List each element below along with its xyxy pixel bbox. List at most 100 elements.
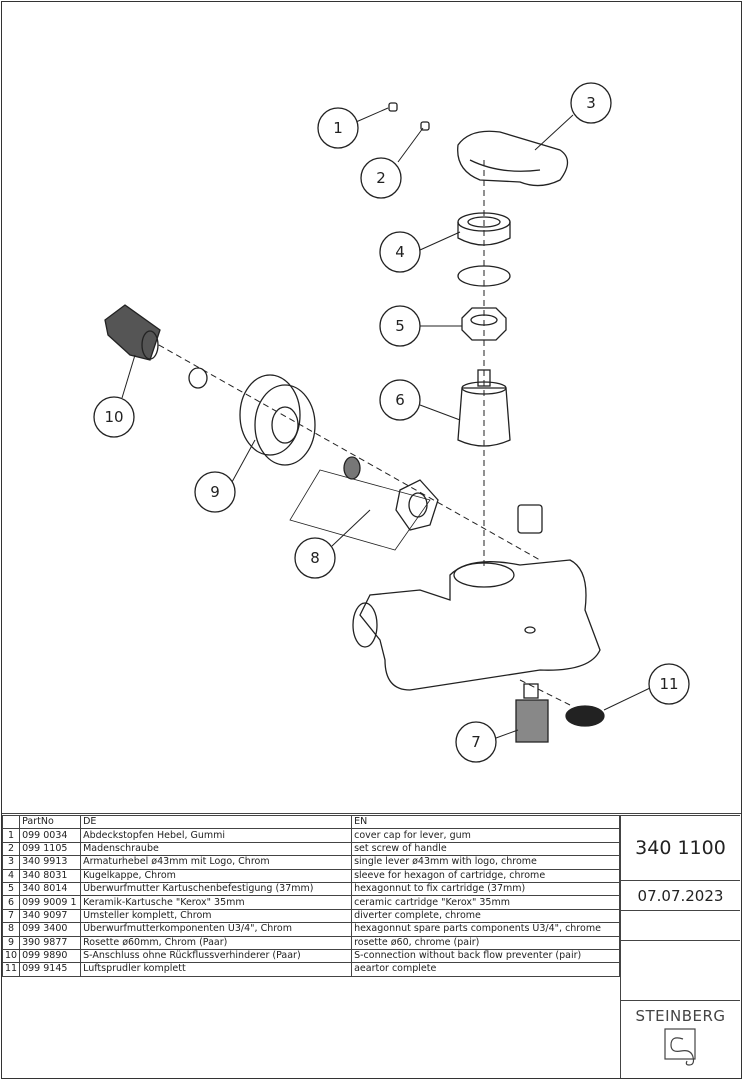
description-en: set screw of handle: [351, 841, 620, 857]
part-rosette: [239, 374, 316, 466]
description-de: Umsteller komplett, Chrom: [80, 908, 353, 924]
description-de: Armaturhebel ø43mm mit Logo, Chrom: [80, 855, 353, 870]
description-de: Abdeckstopfen Hebel, Gummi: [80, 828, 353, 843]
part-cover-cap: [388, 102, 398, 112]
svg-text:9: 9: [210, 483, 220, 501]
callout-6: 6: [379, 379, 421, 421]
callouts: 1 2 3 4 5 6 7 8 9 10 11: [93, 82, 690, 763]
description-en: S-connection without back flow preventer…: [351, 948, 620, 964]
callout-9: 9: [194, 471, 236, 513]
titleblock-empty-cell: [620, 910, 740, 940]
callout-7: 7: [455, 721, 497, 763]
description-de: S-Anschluss ohne Rückflussverhinderer (P…: [80, 948, 353, 964]
row-number: 11: [1, 962, 21, 977]
row-number: 10: [1, 948, 21, 964]
svg-text:10: 10: [104, 408, 123, 426]
svg-text:7: 7: [471, 733, 481, 751]
description-en: hexagonnut spare parts components Ü3/4",…: [351, 922, 620, 937]
steinberg-logo-icon: [663, 1028, 696, 1066]
svg-text:4: 4: [395, 243, 405, 261]
part-sleeve: [457, 212, 511, 246]
row-number: 8: [1, 922, 21, 937]
part-number: 099 9009 1: [19, 895, 82, 910]
part-o-ring: [457, 265, 511, 287]
part-washer: [188, 367, 208, 389]
leader-lines: [121, 107, 651, 739]
part-number: 340 9097: [19, 908, 82, 924]
description-de: Kugelkappe, Chrom: [80, 868, 353, 883]
part-nut-components: [289, 456, 439, 551]
part-lever: [457, 130, 569, 187]
svg-text:3: 3: [586, 94, 596, 112]
row-number: 7: [1, 908, 21, 924]
svg-text:6: 6: [395, 391, 405, 409]
part-cartridge: [457, 369, 511, 447]
row-number: 9: [1, 935, 21, 950]
callout-4: 4: [379, 231, 421, 273]
row-number: 3: [1, 855, 21, 870]
part-number: 099 3400: [19, 922, 82, 937]
row-number: 2: [1, 841, 21, 857]
callout-2: 2: [360, 157, 402, 199]
part-number: 099 9145: [19, 962, 82, 977]
brand-block: STEINBERG: [620, 1000, 740, 1078]
row-number: 5: [1, 881, 21, 897]
description-en: rosette ø60, chrome (pair): [351, 935, 620, 950]
part-number: 340 8014: [19, 881, 82, 897]
row-number: 6: [1, 895, 21, 910]
row-number: 4: [1, 868, 21, 883]
part-diverter: [515, 683, 549, 743]
titleblock-empty-cell: [620, 940, 740, 1000]
description-en: hexagonnut to fix cartridge (37mm): [351, 881, 620, 897]
description-de: Luftsprudler komplett: [80, 962, 353, 977]
svg-text:2: 2: [376, 169, 386, 187]
description-en: cover cap for lever, gum: [351, 828, 620, 843]
svg-text:11: 11: [659, 675, 678, 693]
row-number: 1: [1, 828, 21, 843]
callout-10: 10: [93, 396, 135, 438]
description-en: diverter complete, chrome: [351, 908, 620, 924]
part-number: 099 9890: [19, 948, 82, 964]
description-de: Madenschraube: [80, 841, 353, 857]
part-number: 340 8031: [19, 868, 82, 883]
description-de: Rosette ø60mm, Chrom (Paar): [80, 935, 353, 950]
part-s-connection: [104, 304, 161, 361]
table-separator: [2, 813, 741, 814]
table-header-row: PartNo DE EN: [1, 814, 620, 830]
description-en: single lever ø43mm with logo, chrome: [351, 855, 620, 870]
drawing-date: 07.07.2023: [620, 880, 740, 910]
svg-text:1: 1: [333, 119, 343, 137]
callout-5: 5: [379, 305, 421, 347]
part-set-screw: [420, 121, 430, 131]
exploded-view-drawing: 1 2 3 4 5 6 7 8 9 10 11: [93, 82, 690, 763]
callout-1: 1: [317, 107, 359, 149]
description-de: Keramik-Kartusche "Kerox" 35mm: [80, 895, 353, 910]
description-en: ceramic cartridge "Kerox" 35mm: [351, 895, 620, 910]
part-number: 340 9913: [19, 855, 82, 870]
part-number: 099 0034: [19, 828, 82, 843]
description-en: sleeve for hexagon of cartridge, chrome: [351, 868, 620, 883]
part-number: 390 9877: [19, 935, 82, 950]
part-aerator: [565, 705, 605, 727]
callout-3: 3: [570, 82, 612, 124]
description-de: Überwurfmutterkomponenten Ü3/4", Chrom: [80, 922, 353, 937]
article-number: 340 1100: [620, 815, 740, 880]
callout-11: 11: [648, 663, 690, 705]
svg-text:8: 8: [310, 549, 320, 567]
description-de: Überwurfmutter Kartuschenbefestigung (37…: [80, 881, 353, 897]
description-en: aeartor complete: [351, 962, 620, 977]
part-number: 099 1105: [19, 841, 82, 857]
part-mixer-body: [352, 504, 601, 691]
brand-name: STEINBERG: [635, 1007, 726, 1025]
